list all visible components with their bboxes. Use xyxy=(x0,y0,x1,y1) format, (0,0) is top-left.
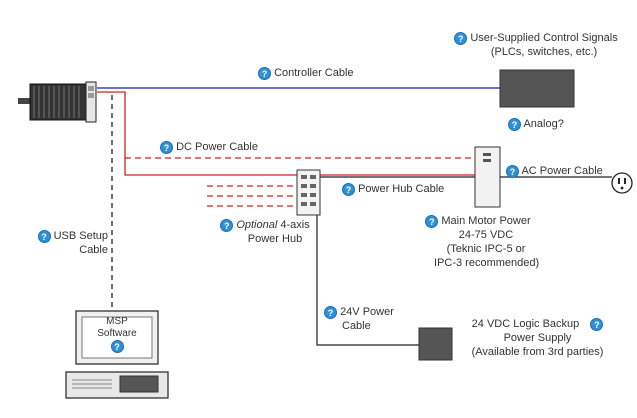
help-icon[interactable]: ? xyxy=(37,229,51,243)
help-icon[interactable]: ? xyxy=(454,31,468,45)
main-motor-power-text: Main Motor Power xyxy=(441,215,531,227)
logic-backup-supply-box xyxy=(418,327,453,361)
user-signals-line2: (PLCs, switches, etc.) xyxy=(490,46,598,58)
v24-power-cable-line xyxy=(316,215,419,346)
user-signals-line1: User-Supplied Control Signals xyxy=(470,32,618,44)
help-icon[interactable]: ? xyxy=(508,117,521,131)
analog-text: Analog? xyxy=(523,118,564,130)
controller-cable-text: Controller Cable xyxy=(274,67,354,79)
help-icon[interactable]: ? xyxy=(506,164,519,178)
analog-label: ? Analog? xyxy=(508,117,564,131)
teknic-line1: (Teknic IPC-5 or xyxy=(446,243,526,255)
usb-setup-cable-label: ? USB Setup Cable xyxy=(28,229,108,257)
usb-cable-text: Cable xyxy=(79,244,108,256)
optional-text: Optional xyxy=(236,219,278,231)
optional-power-hub-label: ? Optional 4-axis Power Hub xyxy=(210,218,320,246)
main-motor-power-supply xyxy=(474,146,501,208)
help-icon[interactable]: ? xyxy=(324,305,337,319)
control-signals-label: ? User-Supplied Control Signals (PLCs, s… xyxy=(436,31,636,59)
usb-setup-text: USB Setup xyxy=(53,230,108,242)
help-icon[interactable]: ? xyxy=(258,66,271,80)
logic-backup-line2: Power Supply xyxy=(503,332,572,344)
help-icon[interactable]: ? xyxy=(220,218,234,232)
controller-cable-label: ? Controller Cable xyxy=(258,66,354,80)
four-axis-text: 4-axis xyxy=(280,219,310,231)
main-motor-power-label: ? Main Motor Power 24-75 VDC (Teknic IPC… xyxy=(418,214,540,270)
control-signals-box xyxy=(499,69,575,108)
dc-power-cable-text: DC Power Cable xyxy=(176,141,258,153)
logic-backup-line3: (Available from 3rd parties) xyxy=(471,346,604,358)
power-hub-device xyxy=(296,169,321,216)
ac-outlet-icon xyxy=(611,172,633,194)
dc-power-cable-solid xyxy=(97,91,475,176)
servo-motor xyxy=(18,81,97,123)
power-hub-cable-text: Power Hub Cable xyxy=(358,183,445,195)
power-hub-text: Power Hub xyxy=(247,233,303,245)
v24-power-cable-label: ? 24V Power Cable xyxy=(324,305,394,333)
help-icon[interactable]: ? xyxy=(590,317,604,331)
ac-power-cable-label: ? AC Power Cable xyxy=(506,164,603,178)
v24-power-text: 24V Power xyxy=(340,306,394,318)
ac-power-cable-text: AC Power Cable xyxy=(521,165,603,177)
software-text: Software xyxy=(97,328,137,339)
teknic-line2: IPC-3 recommended) xyxy=(434,257,540,269)
logic-backup-line1: 24 VDC Logic Backup xyxy=(471,318,580,330)
logic-backup-label: 24 VDC Logic Backup ? Power Supply (Avai… xyxy=(455,317,620,359)
dc-power-cable-label: ? DC Power Cable xyxy=(160,140,258,154)
voltage-text: 24-75 VDC xyxy=(458,229,514,241)
help-icon[interactable]: ? xyxy=(160,140,173,154)
help-icon[interactable]: ? xyxy=(110,340,124,353)
help-icon[interactable]: ? xyxy=(342,182,355,196)
help-icon[interactable]: ? xyxy=(425,214,439,228)
v24-cable-text: Cable xyxy=(342,320,371,332)
msp-text: MSP xyxy=(106,316,128,327)
msp-software-label: MSP Software ? xyxy=(82,316,152,353)
power-hub-cable-label: ? Power Hub Cable xyxy=(342,182,444,196)
